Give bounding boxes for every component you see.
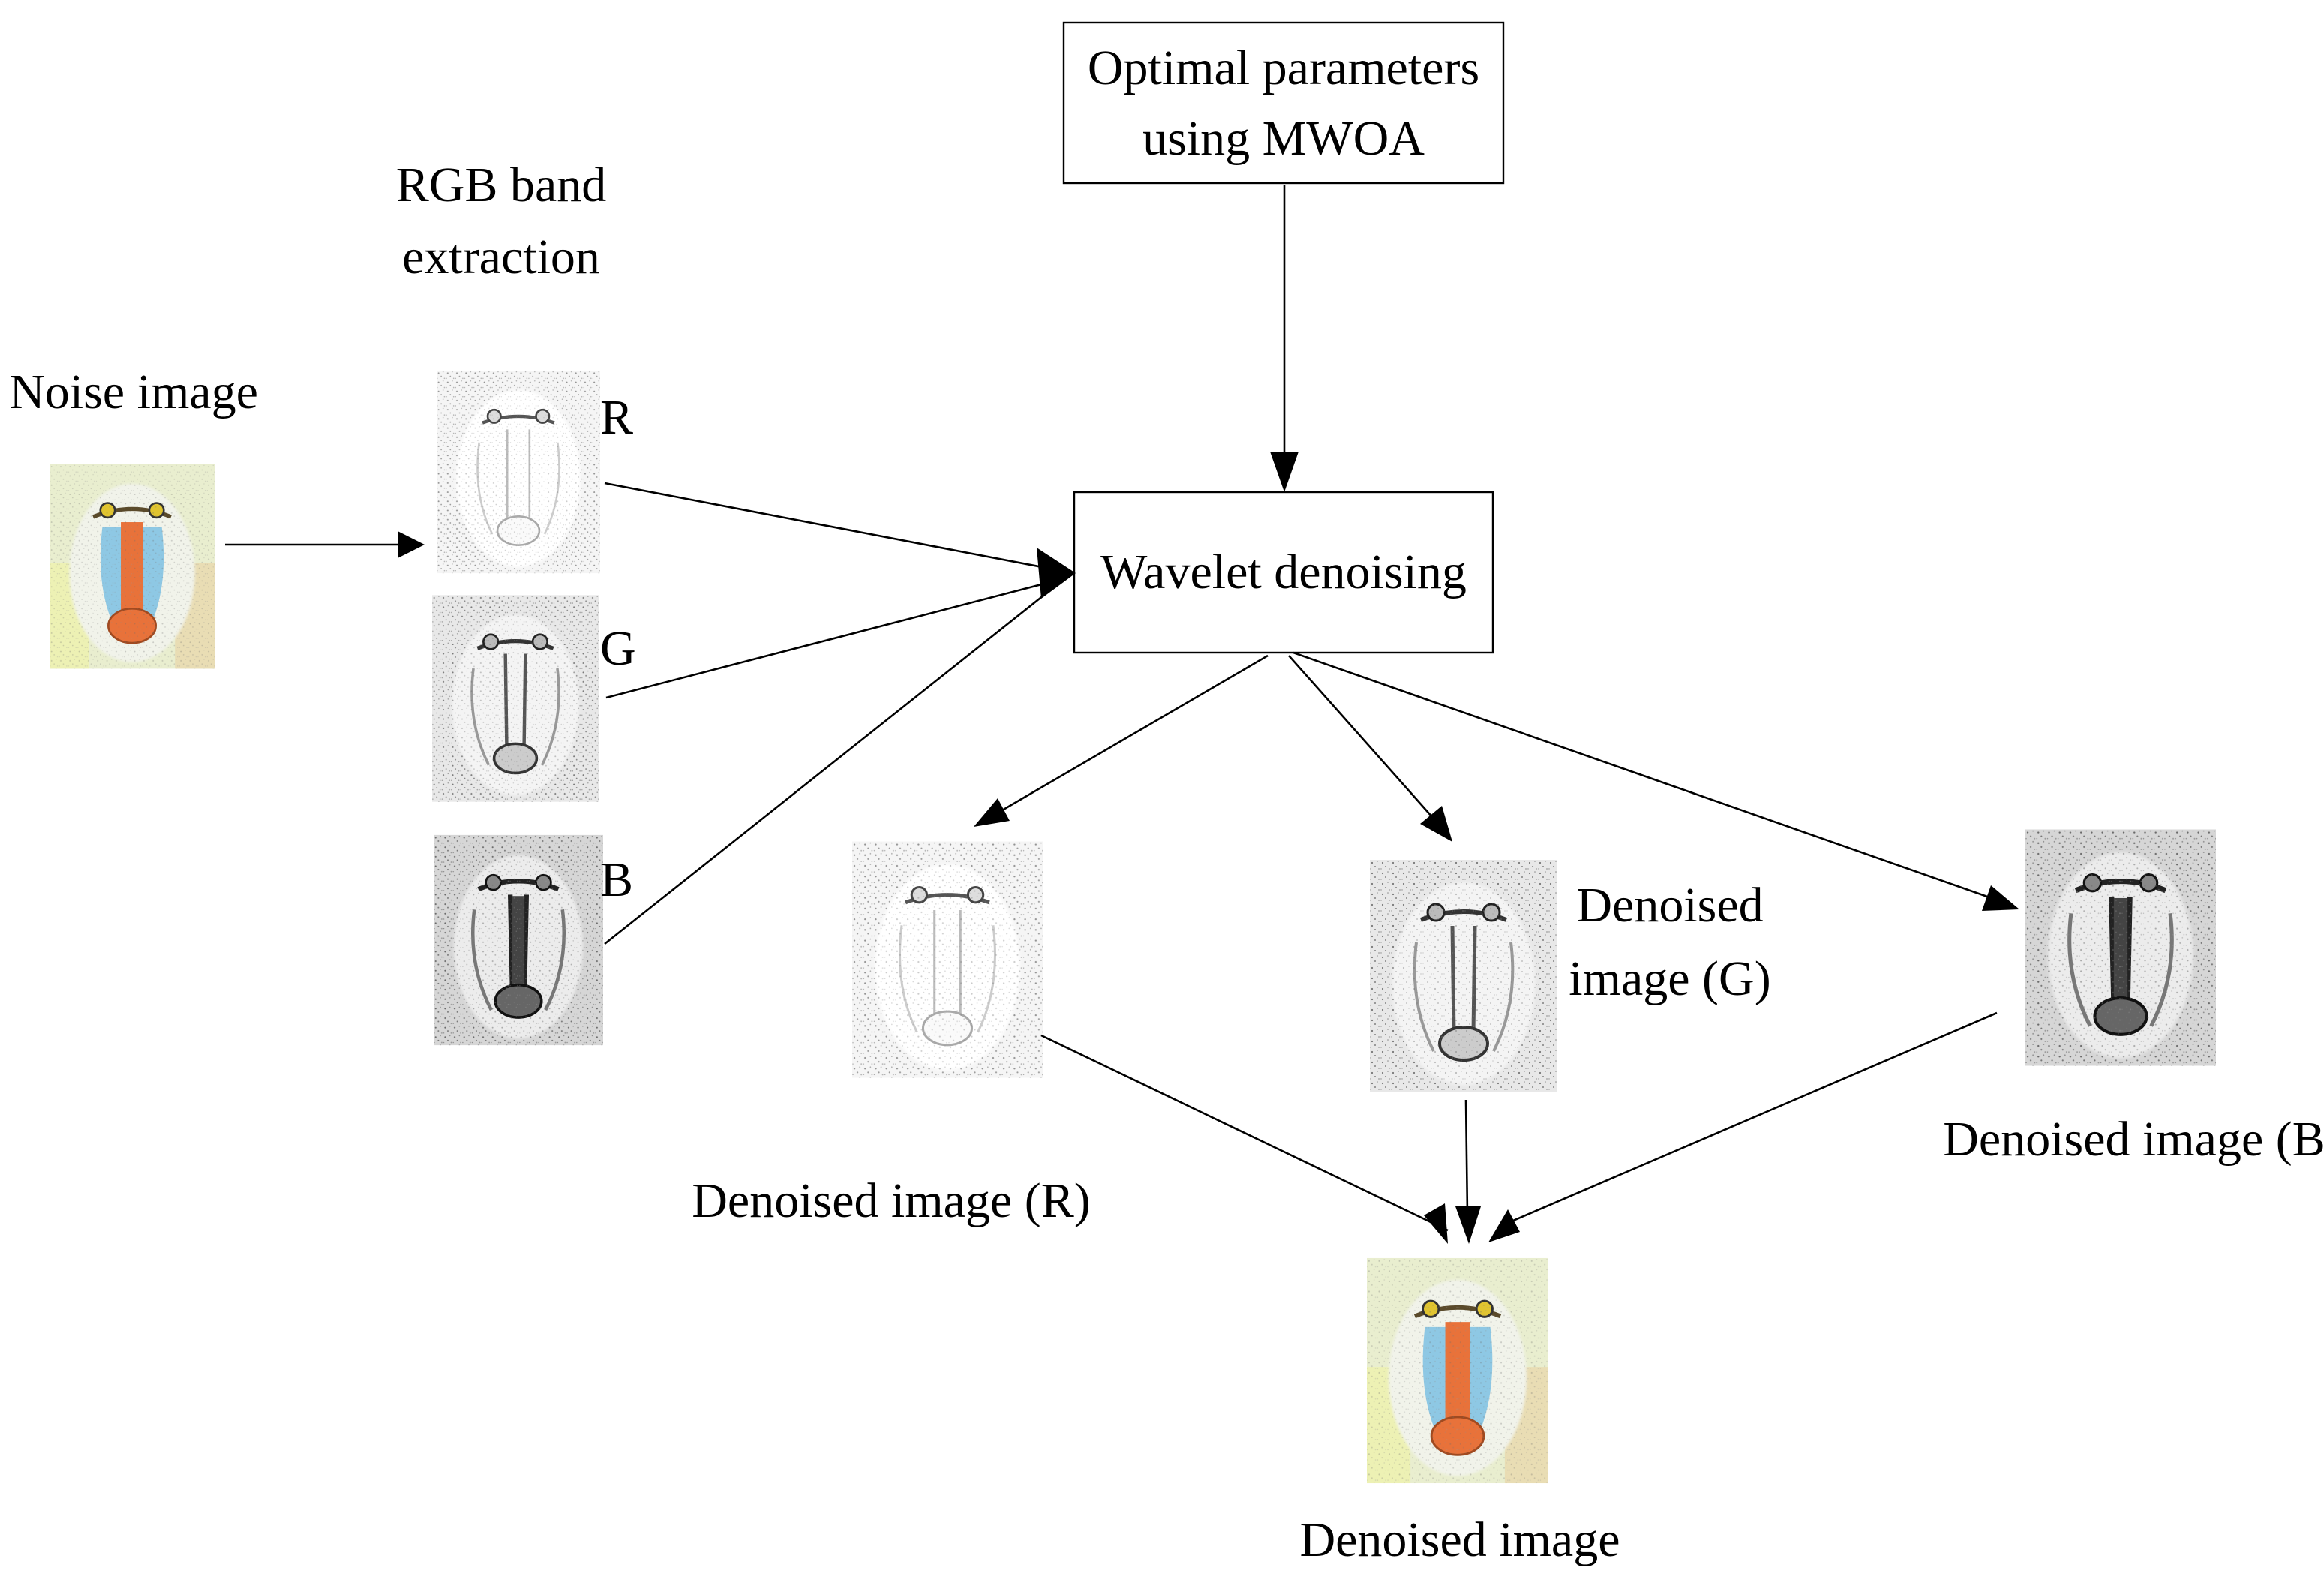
arrowhead xyxy=(1420,806,1452,842)
arrowhead xyxy=(1270,452,1299,492)
label-optimal-line1: Optimal parameters xyxy=(1088,41,1479,95)
denoised-b-image xyxy=(2025,830,2216,1066)
label-noise-image: Noise image xyxy=(9,365,258,419)
label-band-r: R xyxy=(600,390,633,445)
arrowhead xyxy=(974,798,1010,827)
denoised-r-image xyxy=(852,842,1043,1078)
edge-wavelet-to-r xyxy=(1001,654,1269,812)
label-band-b: B xyxy=(600,852,633,907)
label-denoised-b: Denoised image (B) xyxy=(1943,1112,2324,1167)
arrowhead xyxy=(1455,1206,1481,1244)
arrowhead xyxy=(1488,1209,1520,1242)
denoised-g-image xyxy=(1370,860,1557,1092)
optimal-parameters-box xyxy=(1062,21,1505,185)
denoised-final-image xyxy=(1367,1258,1548,1483)
label-denoised-g-line2: image (G) xyxy=(1569,951,1770,1006)
arrowhead xyxy=(1982,885,2019,911)
edge-b-to-final xyxy=(1507,1011,1998,1224)
label-rgb-band-line2: extraction xyxy=(402,230,600,284)
edge-g-to-final xyxy=(1464,1099,1469,1216)
edge-r-to-wavelet xyxy=(604,482,1051,570)
edges xyxy=(225,185,2019,1244)
edge-r-to-final xyxy=(1040,1034,1449,1232)
band-r-image xyxy=(437,371,600,573)
label-denoised-final: Denoised image xyxy=(1299,1512,1620,1567)
wavelet-denoising-box xyxy=(1073,491,1494,654)
band-g-image xyxy=(432,595,599,801)
edge-g-to-wavelet xyxy=(605,581,1051,699)
arrowhead xyxy=(1424,1203,1448,1244)
band-b-image xyxy=(434,835,603,1045)
label-band-g: G xyxy=(600,621,636,676)
label-rgb-band-line1: RGB band xyxy=(396,158,607,212)
noise-image xyxy=(50,464,215,669)
edge-b-to-wavelet xyxy=(604,585,1055,945)
label-denoised-g-line1: Denoised xyxy=(1576,878,1763,933)
label-optimal-line2: using MWOA xyxy=(1142,111,1425,166)
label-wavelet: Wavelet denoising xyxy=(1100,545,1467,599)
edge-wavelet-to-g xyxy=(1288,655,1434,819)
arrowhead xyxy=(1037,548,1076,599)
arrowhead xyxy=(398,531,425,558)
label-denoised-r: Denoised image (R) xyxy=(692,1173,1091,1228)
edge-wavelet-to-b xyxy=(1293,651,1990,899)
